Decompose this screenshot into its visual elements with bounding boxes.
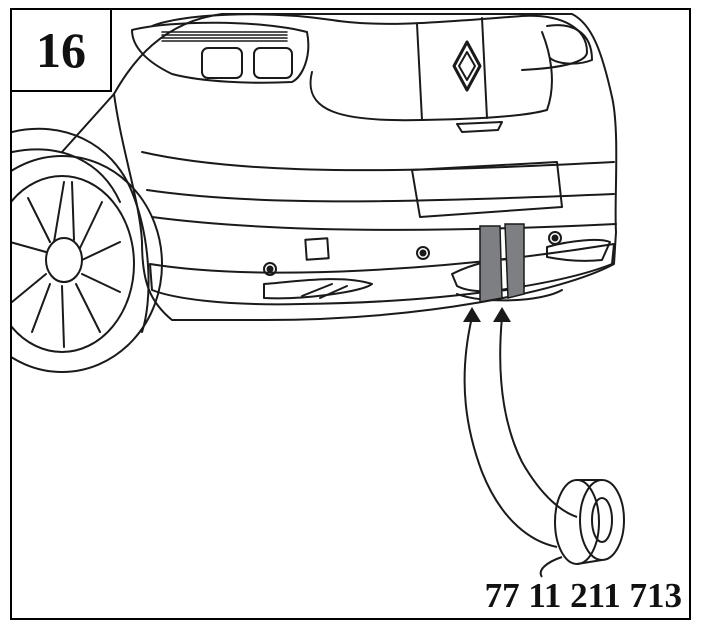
tape-roll-icon <box>539 479 625 578</box>
car-body-outline <box>113 13 618 321</box>
step-number-box: 16 <box>10 8 112 92</box>
illustration-frame <box>10 8 691 620</box>
bumper-upper-line <box>141 151 615 172</box>
rear-spoiler <box>151 13 588 71</box>
car-rear-illustration <box>12 13 625 578</box>
alloy-wheel-icon <box>12 155 163 373</box>
renault-diamond-icon <box>452 40 482 92</box>
arrow-up-icon <box>463 316 578 548</box>
masking-tape-strips <box>479 223 525 303</box>
step-number: 16 <box>36 22 86 78</box>
tailgate-panel <box>309 31 553 122</box>
tail-light-right <box>546 24 593 65</box>
part-number-label: 77 11 211 713 <box>484 576 682 615</box>
wheel-arch <box>12 127 150 333</box>
license-plate-recess <box>411 161 563 218</box>
lower-bumper <box>149 243 615 306</box>
parking-sensors <box>263 231 562 276</box>
tail-light-left <box>131 21 310 84</box>
